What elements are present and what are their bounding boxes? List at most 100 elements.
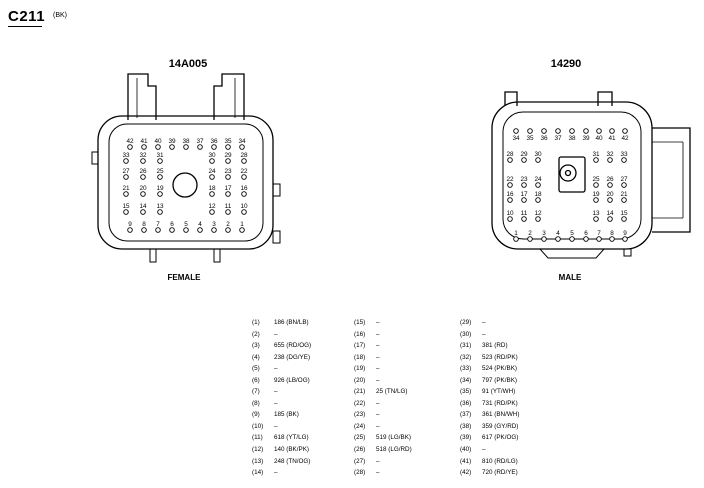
pin-label: 25	[592, 176, 600, 183]
pin-socket	[155, 227, 161, 233]
pin-circuit: 186 (BN/LB)	[274, 319, 309, 326]
pinout-row: (20)–	[354, 375, 412, 387]
pin-number: (17)	[354, 342, 366, 350]
pin-label: 20	[139, 185, 147, 192]
pinout-row: (15)–	[354, 317, 412, 329]
pin-number: (40)	[460, 446, 472, 454]
pin-label: 19	[592, 191, 600, 198]
pin-label: 16	[506, 191, 514, 198]
pin-socket	[239, 227, 245, 233]
pin-socket	[507, 182, 513, 188]
pin-label: 13	[156, 203, 164, 210]
pinout-row: (11)618 (YT/LG)	[252, 432, 311, 444]
pin-number: (25)	[354, 434, 366, 442]
pinout-row: (36)731 (RD/PK)	[460, 398, 519, 410]
pinout-row: (4)238 (DG/YE)	[252, 352, 311, 364]
pin-socket	[140, 158, 146, 164]
pin-label: 39	[582, 135, 590, 142]
pin-number: (12)	[252, 446, 264, 454]
pin-label: 24	[534, 176, 542, 183]
pin-label: 35	[526, 135, 534, 142]
pin-label: 2	[226, 221, 230, 228]
pin-socket	[607, 157, 613, 163]
pin-socket	[555, 128, 561, 134]
connector-id: C211	[8, 8, 46, 25]
pinout-row: (2)–	[252, 329, 311, 341]
pin-socket	[527, 128, 533, 134]
pin-label: 24	[208, 168, 216, 175]
pin-socket	[535, 197, 541, 203]
pin-label: 31	[156, 152, 164, 159]
pin-circuit: 140 (BK/PK)	[274, 446, 309, 454]
pin-label: 1	[240, 221, 244, 228]
pin-label: 38	[568, 135, 576, 142]
pin-socket	[607, 182, 613, 188]
pin-label: 30	[208, 152, 216, 159]
pinout-row: (21)25 (TN/LG)	[354, 386, 412, 398]
pin-socket	[622, 128, 628, 134]
pin-socket	[622, 236, 628, 242]
pin-socket	[197, 144, 203, 150]
pin-label: 37	[554, 135, 562, 142]
female-gender-label: FEMALE	[167, 273, 201, 282]
pinout-row: (1) 186 (BN/LB)	[252, 317, 311, 329]
pin-socket	[593, 182, 599, 188]
pin-socket	[225, 227, 231, 233]
pin-socket	[593, 197, 599, 203]
pin-number: (38)	[460, 422, 472, 430]
pin-socket	[225, 158, 231, 164]
pinout-row: (12) 140 (BK/PK)	[252, 444, 311, 456]
pin-socket	[241, 174, 247, 180]
pin-circuit: –	[376, 353, 380, 361]
pin-number: (30)	[460, 330, 472, 338]
connector-id-underline	[8, 26, 42, 27]
pin-socket	[169, 144, 175, 150]
pin-number: (14)	[252, 469, 264, 477]
pin-number: (1)	[252, 319, 260, 326]
pinout-row: (35)91 (YT/WH)	[460, 386, 519, 398]
pin-socket	[607, 216, 613, 222]
pinout-row: (16)–	[354, 329, 412, 341]
pin-circuit: –	[376, 319, 380, 326]
pinout-row: (14)–	[252, 467, 311, 479]
pin-socket	[521, 157, 527, 163]
female-part-number: 14A005	[168, 58, 208, 70]
pin-socket	[513, 236, 519, 242]
pin-label: 33	[122, 152, 130, 159]
pin-label: 31	[592, 151, 600, 158]
pin-number: (2)	[252, 330, 260, 338]
pin-number: (10)	[252, 422, 264, 430]
pin-circuit: –	[274, 422, 278, 430]
pin-socket	[535, 216, 541, 222]
pin-label: 13	[592, 210, 600, 217]
pin-circuit: 519 (LG/BK)	[376, 434, 411, 442]
pin-label: 4	[198, 221, 202, 228]
pinout-column-3: (29)–(30)–(31)381 (RD)(32)523 (RD/PK)(33…	[460, 317, 519, 479]
pin-label: 16	[240, 185, 248, 192]
pin-circuit: –	[274, 388, 278, 396]
pinout-row: (19)–	[354, 363, 412, 375]
pin-label: 3	[212, 221, 216, 228]
pin-label: 33	[620, 151, 628, 158]
pin-socket	[123, 174, 129, 180]
pin-socket	[621, 197, 627, 203]
pin-label: 28	[240, 152, 248, 159]
pin-label: 26	[139, 168, 147, 175]
pin-socket	[155, 144, 161, 150]
pinout-row: (6)926 (LB/OG)	[252, 375, 311, 387]
pin-number: (6)	[252, 376, 260, 384]
pin-label: 23	[224, 168, 232, 175]
pin-socket	[593, 157, 599, 163]
pin-label: 38	[182, 138, 190, 145]
pin-socket	[141, 227, 147, 233]
pin-label: 37	[196, 138, 204, 145]
pin-socket	[211, 144, 217, 150]
pinout-row: (18)–	[354, 352, 412, 364]
pinout-row: (8)–	[252, 398, 311, 410]
pin-number: (19)	[354, 365, 366, 373]
pin-circuit: –	[482, 319, 486, 326]
pin-label: 15	[122, 203, 130, 210]
pin-socket	[555, 236, 561, 242]
pin-socket	[541, 128, 547, 134]
